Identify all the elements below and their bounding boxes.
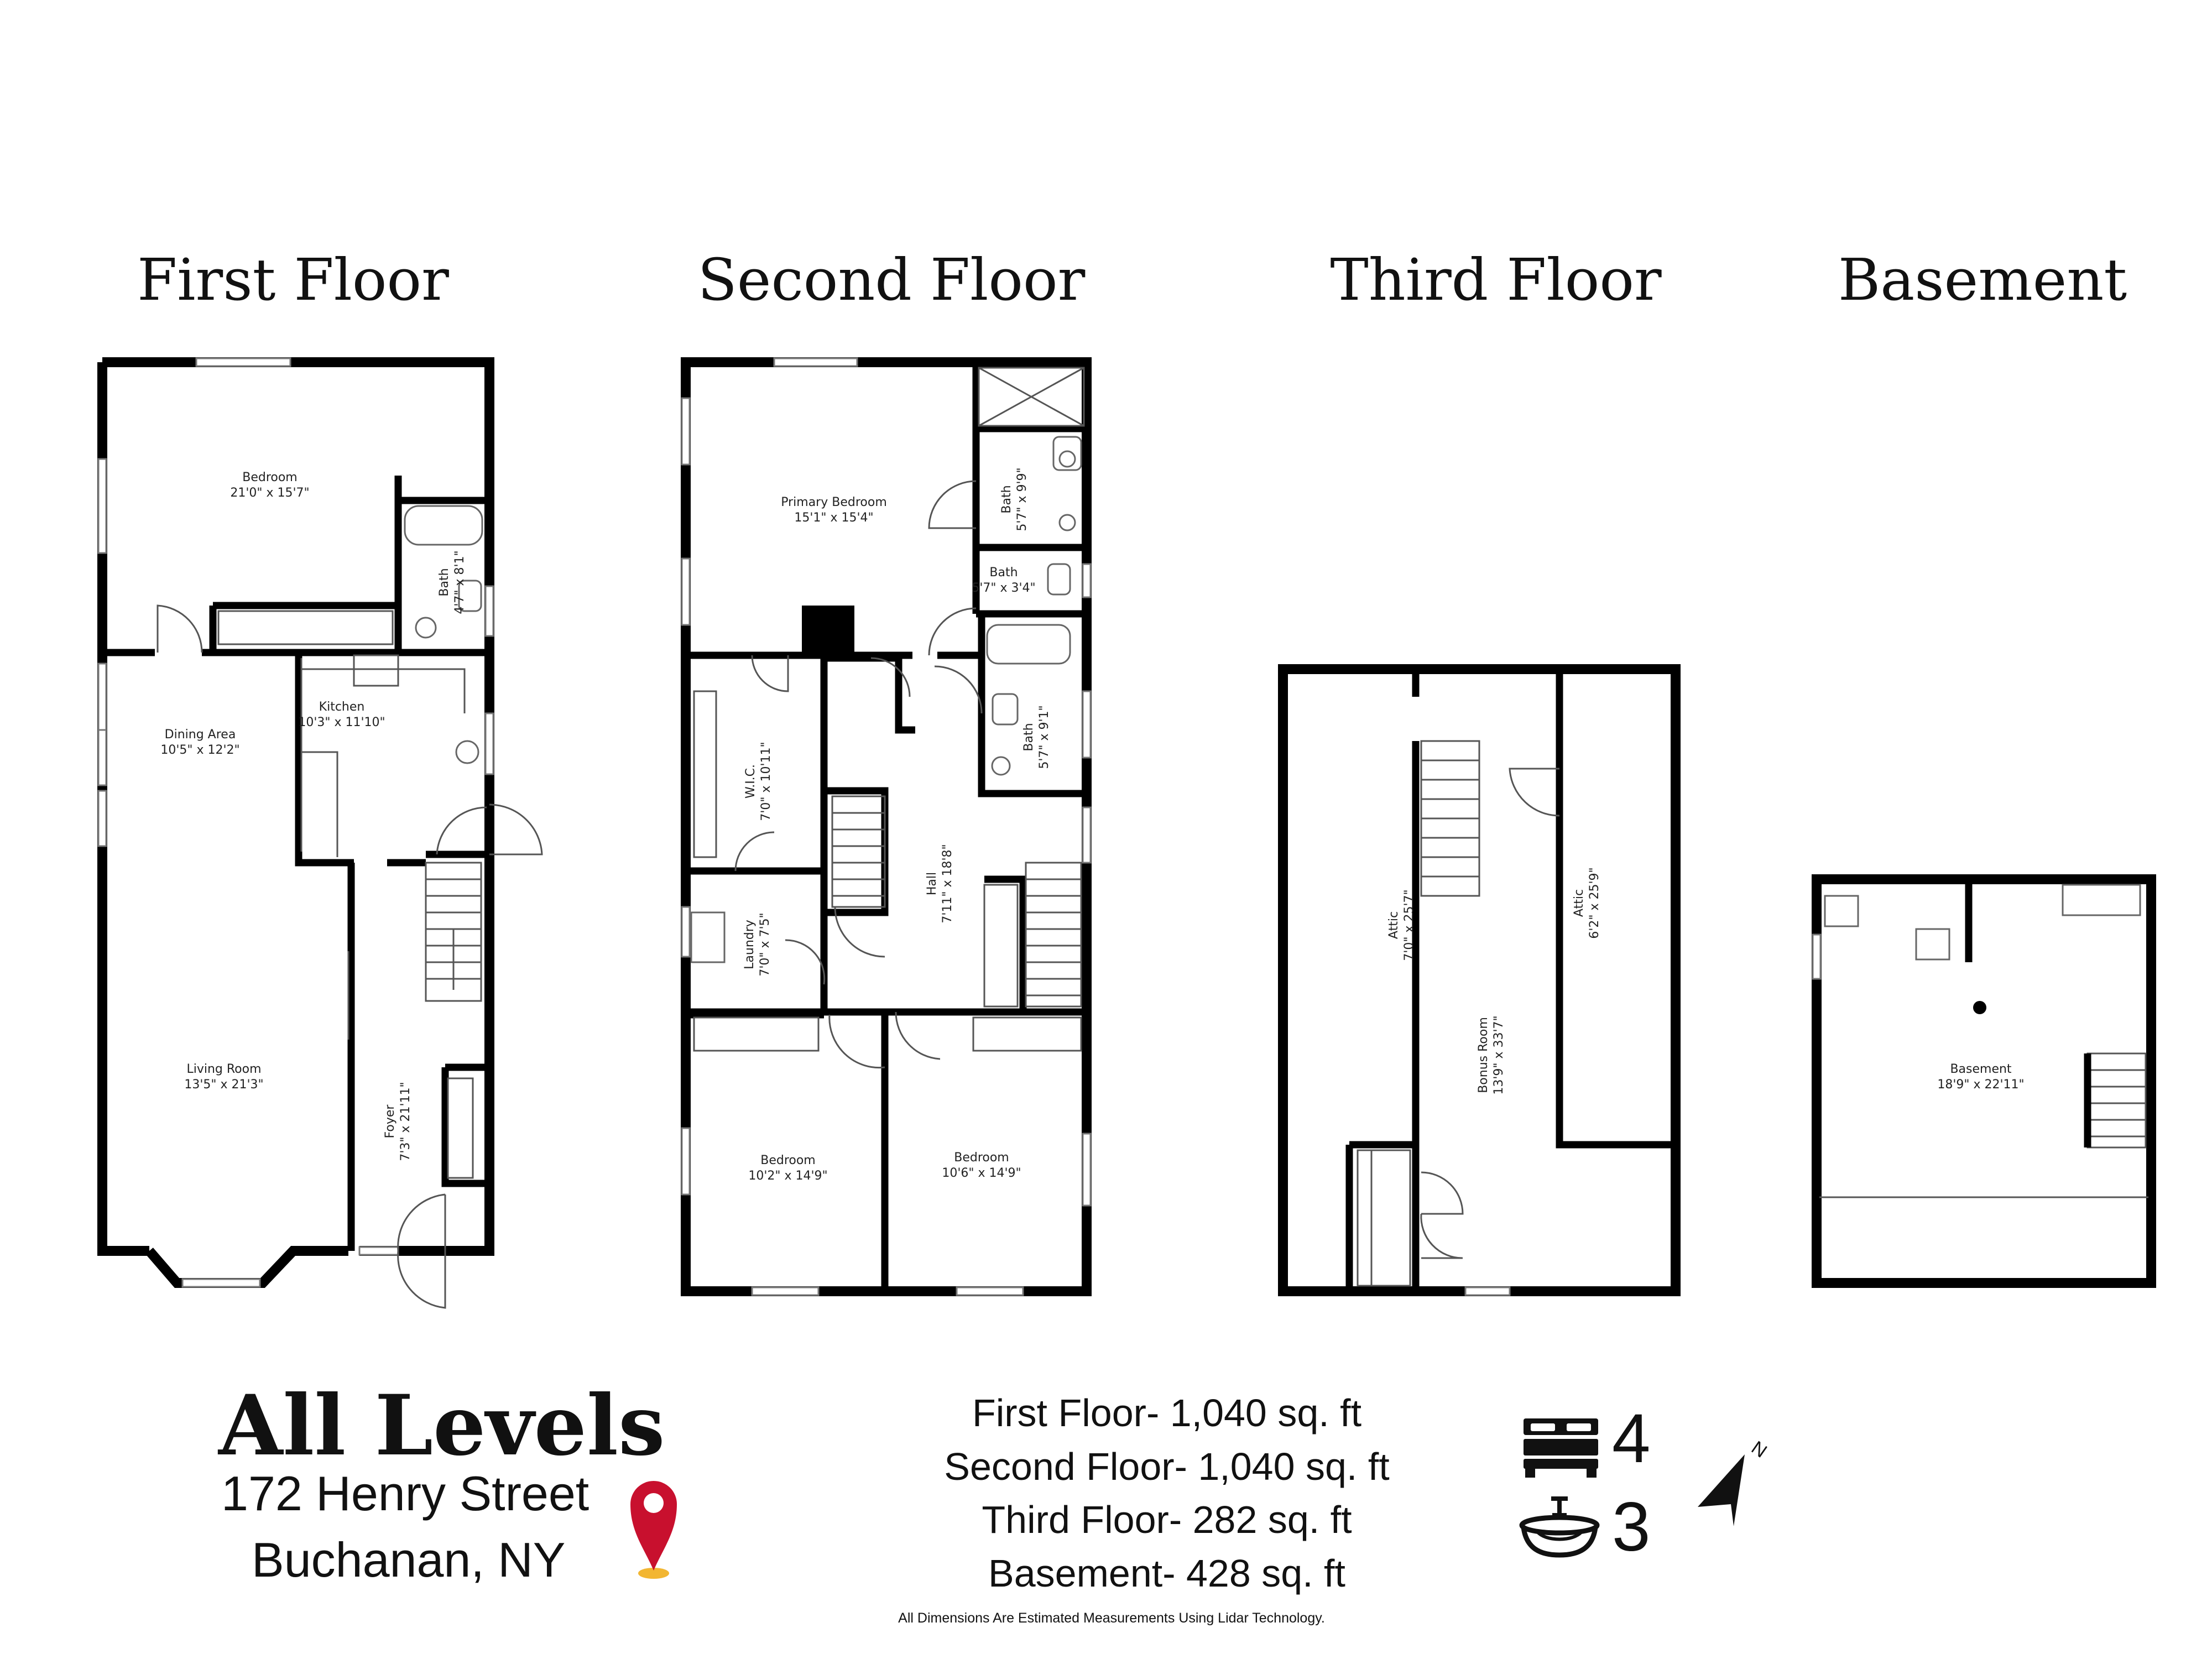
room-name: Hall: [925, 872, 939, 896]
room-dimensions: 21'0" x 15'7": [230, 486, 310, 500]
room-dimensions: 4'7" x 8'1": [453, 550, 467, 614]
room-name: Bonus Room: [1477, 1017, 1490, 1093]
room-dimensions: 6'2" x 25'9": [1588, 867, 1601, 939]
basement-plan: [1812, 874, 2156, 1288]
room-hall-bath: Bath 5'7" x 9'1": [1021, 682, 1052, 792]
room-bonus-room: Bonus Room 13'9" x 33'7": [1476, 989, 1507, 1121]
room-dimensions: 15'1" x 15'4": [794, 511, 874, 525]
room-name: Kitchen: [319, 700, 365, 714]
room-first-bedroom: Bedroom 21'0" x 15'7": [132, 470, 408, 501]
room-kitchen: Kitchen 10'3" x 11'10": [204, 700, 480, 731]
room-name: W.I.C.: [744, 764, 758, 799]
room-foyer: Foyer 7'3" x 21'11": [383, 1055, 414, 1188]
room-dimensions: 7'0" x 7'5": [758, 912, 772, 977]
room-basement: Basement 18'9" x 22'11": [1843, 1062, 2119, 1093]
floor-title-third: Third Floor: [1330, 246, 1662, 314]
room-bedroom-3: Bedroom 10'6" x 14'9": [843, 1150, 1120, 1181]
room-name: Bedroom: [954, 1151, 1009, 1165]
north-arrow-icon: N: [1692, 1432, 1775, 1532]
sink-icon: [1518, 1493, 1601, 1559]
location-pin-icon: [628, 1471, 680, 1582]
disclaimer: All Dimensions Are Estimated Measurement…: [898, 1610, 1325, 1626]
room-wic: W.I.C. 7'0" x 10'11": [743, 721, 774, 842]
floor-title-second: Second Floor: [697, 246, 1086, 314]
room-name: Laundry: [743, 920, 757, 969]
room-dimensions: 13'5" x 21'3": [184, 1078, 264, 1092]
room-dimensions: 13'9" x 33'7": [1492, 1015, 1506, 1095]
room-dimensions: 10'2" x 14'9": [748, 1169, 828, 1183]
room-living-room: Living Room 13'5" x 21'3": [86, 1062, 362, 1093]
room-name: Attic: [1387, 911, 1401, 940]
room-primary-bedroom: Primary Bedroom 15'1" x 15'4": [696, 495, 972, 526]
sqft-first-floor: First Floor- 1,040 sq. ft: [972, 1391, 1362, 1434]
room-name: Basement: [1950, 1062, 2012, 1076]
room-dimensions: 7'0" x 25'7": [1402, 889, 1416, 961]
sqft-basement: Basement- 428 sq. ft: [988, 1552, 1345, 1595]
first-floor-plan: [97, 357, 543, 1309]
second-floor-plan: [681, 357, 1092, 1296]
room-name: Primary Bedroom: [781, 495, 887, 509]
bedroom-count: 4: [1612, 1400, 1651, 1477]
room-bedroom-2: Bedroom 10'2" x 14'9": [650, 1153, 926, 1184]
room-dimensions: 7'3" x 21'11": [399, 1082, 413, 1161]
room-dimensions: 7'11" x 18'8": [941, 844, 954, 924]
room-primary-bath: Bath 5'7" x 9'9": [999, 444, 1030, 555]
room-dimensions: 10'6" x 14'9": [942, 1166, 1021, 1180]
bathroom-count: 3: [1612, 1489, 1651, 1566]
room-name: Bath: [1022, 723, 1036, 752]
room-dimensions: 10'3" x 11'10": [298, 716, 385, 729]
room-small-bath: Bath 5'7" x 3'4": [948, 565, 1059, 596]
room-dimensions: 5'7" x 3'4": [972, 581, 1036, 595]
sqft-second-floor: Second Floor- 1,040 sq. ft: [944, 1445, 1390, 1488]
room-name: Bedroom: [242, 471, 298, 484]
room-attic-left: Attic 7'0" x 25'7": [1386, 859, 1417, 992]
room-dimensions: 18'9" x 22'11": [1937, 1078, 2025, 1092]
room-name: Foyer: [383, 1104, 397, 1139]
room-name: Bedroom: [760, 1154, 816, 1167]
room-dimensions: 10'5" x 12'2": [160, 743, 240, 757]
floor-title-first: First Floor: [137, 246, 449, 314]
room-dimensions: 7'0" x 10'11": [759, 742, 773, 821]
room-name: Attic: [1572, 889, 1586, 917]
floor-title-basement: Basement: [1838, 246, 2127, 314]
bed-icon: [1521, 1416, 1601, 1479]
room-dimensions: 5'7" x 9'1": [1037, 705, 1051, 769]
north-label: N: [1747, 1437, 1771, 1462]
room-laundry: Laundry 7'0" x 7'5": [742, 889, 773, 1000]
room-name: Bath: [437, 568, 451, 597]
summary-heading: All Levels: [218, 1377, 665, 1474]
room-dining-area: Dining Area 10'5" x 12'2": [62, 727, 338, 758]
room-name: Bath: [989, 566, 1018, 580]
third-floor-plan: [1278, 664, 1681, 1296]
room-attic-right: Attic 6'2" x 25'9": [1572, 837, 1603, 969]
sqft-third-floor: Third Floor- 282 sq. ft: [982, 1498, 1352, 1541]
address-line-1: 172 Henry Street: [221, 1466, 589, 1521]
room-dimensions: 5'7" x 9'9": [1015, 467, 1029, 531]
room-first-bath: Bath 4'7" x 8'1": [437, 527, 468, 638]
room-name: Living Room: [186, 1062, 262, 1076]
room-name: Dining Area: [164, 728, 236, 742]
room-hall: Hall 7'11" x 18'8": [925, 817, 956, 950]
address-line-2: Buchanan, NY: [252, 1532, 566, 1587]
room-name: Bath: [1000, 485, 1014, 514]
